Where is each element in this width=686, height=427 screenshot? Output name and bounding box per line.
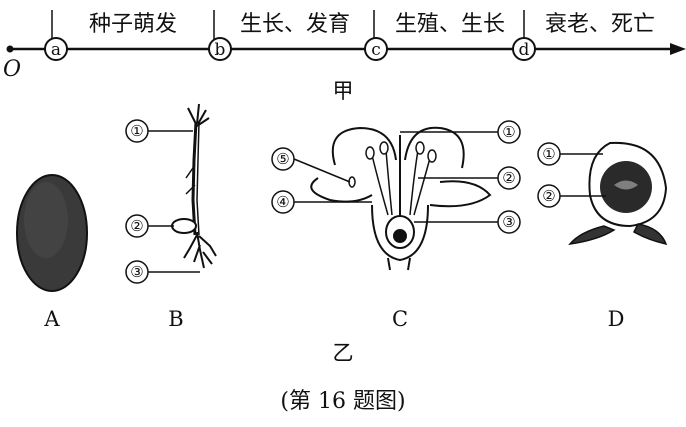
svg-text:d: d — [519, 40, 530, 60]
callout-b-3: ③ — [130, 263, 143, 281]
callout-b-1: ① — [130, 122, 143, 140]
figure-label-c: C — [392, 307, 408, 331]
figure-label-d: D — [608, 307, 625, 331]
figure-caption: (第 16 题图) — [280, 389, 405, 414]
figures-title: 乙 — [333, 341, 354, 365]
point-a: a — [45, 38, 67, 60]
svg-text:c: c — [371, 40, 381, 60]
callout-c-5: ⑤ — [276, 150, 289, 168]
stage-growth-development: 生长、发育 — [240, 12, 350, 37]
figure-label-a: A — [43, 307, 60, 331]
figure-d-fruit: ① ② D — [538, 143, 666, 331]
callout-c-1: ① — [502, 123, 515, 141]
timeline: O a b c d 种子萌发 生长、发育 生殖、生长 衰老、死亡 甲 — [3, 10, 686, 103]
svg-text:a: a — [51, 40, 61, 60]
point-d: d — [513, 38, 535, 60]
timeline-arrowhead — [670, 43, 686, 55]
figure-label-b: B — [168, 307, 183, 331]
stage-aging-death: 衰老、死亡 — [545, 12, 655, 37]
timeline-title: 甲 — [333, 79, 354, 103]
callout-c-2: ② — [502, 169, 515, 187]
origin-dot — [7, 46, 14, 53]
figure-b-seedling: ① ② ③ B — [126, 104, 216, 331]
figure-a-seed: A — [17, 175, 87, 331]
stage-reproduction-growth: 生殖、生长 — [395, 12, 505, 37]
stage-germination: 种子萌发 — [89, 12, 177, 37]
callout-b-2: ② — [130, 217, 143, 235]
figure-c-flower: ① ② ③ ⑤ ④ C — [272, 121, 520, 331]
callout-c-3: ③ — [502, 213, 515, 231]
point-b: b — [209, 38, 231, 60]
callout-d-2: ② — [542, 187, 555, 205]
callout-c-4: ④ — [276, 193, 289, 211]
svg-text:b: b — [215, 40, 226, 60]
callout-d-1: ① — [542, 145, 555, 163]
point-c: c — [365, 38, 387, 60]
origin-label: O — [3, 57, 21, 82]
